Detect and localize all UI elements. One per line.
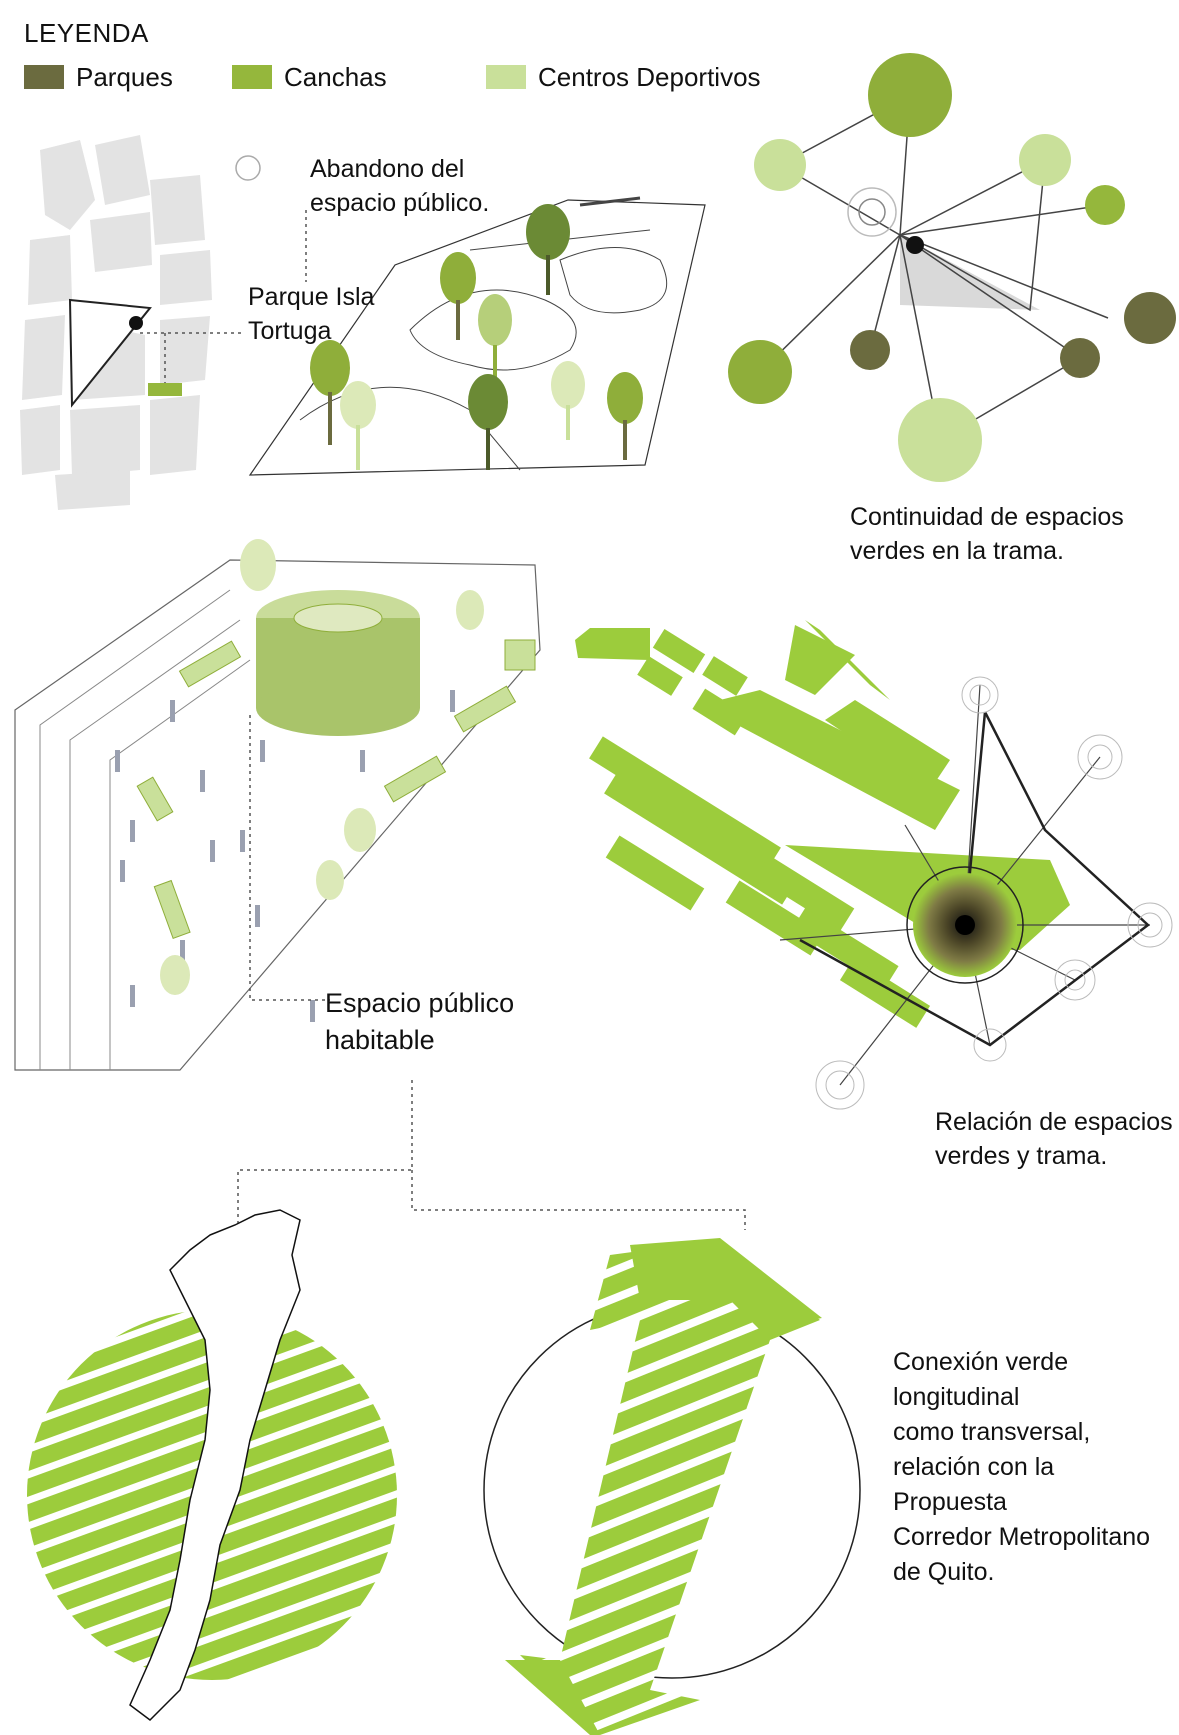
caption-espacio-line1: Espacio público (325, 988, 515, 1018)
legend-swatch-centros (486, 65, 526, 89)
legend-title: LEYENDA (24, 18, 149, 48)
caption-relacion-line2: verdes y trama. (935, 1142, 1108, 1170)
legend-item-parques: Parques (24, 62, 173, 92)
public-space-isometric (14, 539, 541, 1071)
legend-item-centros: Centros Deportivos (486, 62, 761, 92)
caption-conexion-line: Conexión verde (893, 1348, 1069, 1376)
caption-continuidad: Continuidad de espacios verdes en la tra… (850, 500, 1124, 568)
caption-espacio-publico: Espacio público habitable (325, 985, 514, 1059)
green-blocks-hub (575, 620, 1173, 1110)
caption-conexion-line: Corredor Metropolitano (893, 1523, 1151, 1551)
caption-conexion-line: como transversal, (893, 1418, 1091, 1446)
caption-conexion-line: relación con la (893, 1453, 1055, 1481)
legend-label-canchas: Canchas (284, 61, 387, 92)
legend-swatch-parques (24, 65, 64, 89)
legend-item-canchas: Canchas (232, 62, 387, 92)
city-block-map (20, 135, 261, 510)
caption-continuidad-line1: Continuidad de espacios (850, 503, 1124, 531)
caption-abandono-line1: Abandono del (310, 155, 465, 183)
caption-parque-line2: Tortuga (248, 317, 332, 345)
leader-lines-top (140, 210, 307, 383)
caption-espacio-line2: habitable (325, 1025, 435, 1055)
legend-swatch-canchas (232, 65, 272, 89)
striped-circle-map (27, 1209, 397, 1721)
caption-conexion: Conexión verde longitudinal como transve… (893, 1345, 1150, 1590)
caption-relacion-line1: Relación de espacios (935, 1108, 1173, 1136)
caption-parque-line1: Parque Isla (248, 283, 375, 311)
continuity-network (728, 53, 1176, 482)
legend-label-centros: Centros Deportivos (538, 61, 761, 92)
park-perspective (248, 196, 706, 476)
caption-relacion: Relación de espacios verdes y trama. (935, 1105, 1173, 1173)
legend-label-parques: Parques (76, 61, 173, 92)
caption-conexion-line: de Quito. (893, 1558, 995, 1586)
caption-conexion-line: Propuesta (893, 1488, 1007, 1516)
caption-abandono-line2: espacio público. (310, 189, 490, 217)
leader-lines-bottom (237, 1080, 746, 1260)
caption-conexion-line: longitudinal (893, 1383, 1020, 1411)
caption-continuidad-line2: verdes en la trama. (850, 537, 1064, 565)
corridor-arrow-circle (483, 1238, 861, 1735)
caption-abandono: Abandono del espacio público. (310, 152, 489, 220)
caption-parque-isla-tortuga: Parque Isla Tortuga (248, 280, 374, 348)
